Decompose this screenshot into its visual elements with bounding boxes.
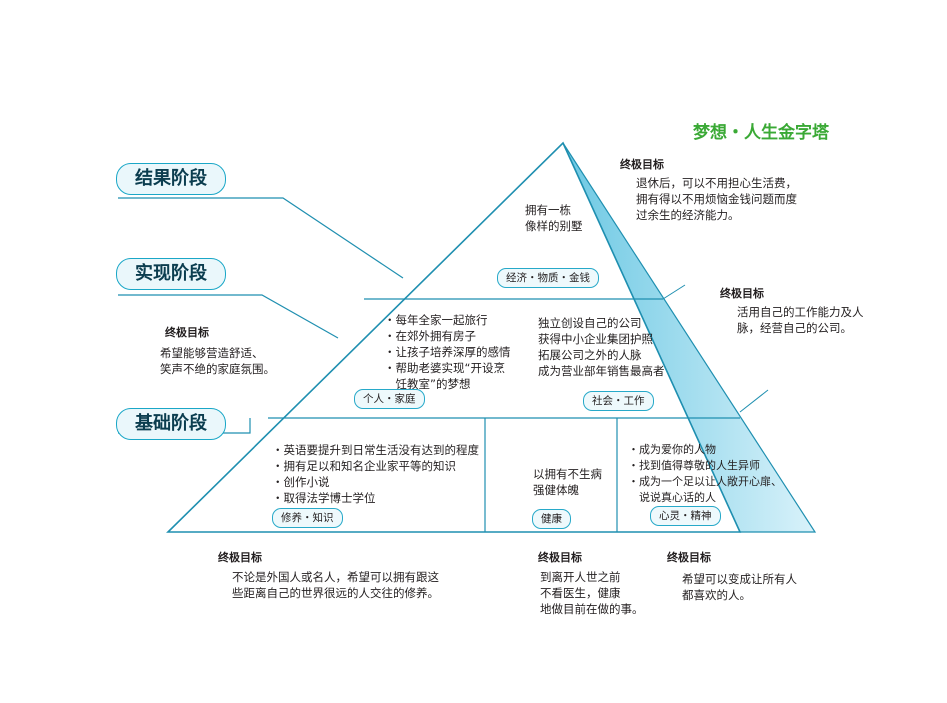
stage-realize-label: 实现阶段 (116, 258, 226, 290)
goal-label-top: 终极目标 (620, 158, 664, 171)
list-item: 拓展公司之外的人脉 (538, 348, 642, 362)
tag-work: 社会・工作 (583, 391, 654, 411)
goal-label-work: 终极目标 (720, 287, 764, 300)
diagram-title: 梦想・人生金字塔 (693, 123, 829, 143)
spirit-list: ・成为爱你的人物 ・找到值得尊敬的人生异师 ・成为一个足以让人敞开心扉、 说说真… (628, 442, 782, 506)
list-item: 独立创设自己的公司 (538, 316, 642, 330)
stage-foundation-label: 基础阶段 (116, 408, 226, 440)
goal-line: 拥有得以不用烦恼金钱问题而度 (636, 192, 797, 206)
goal-line: 希望可以变成让所有人 (682, 572, 797, 586)
stage-result-label: 结果阶段 (116, 163, 226, 195)
health-list: 以拥有不生病 强健体魄 (533, 466, 602, 498)
goal-line: 不论是外国人或名人，希望可以拥有跟这 (232, 570, 439, 584)
top-tier-text: 拥有一栋 像样的别墅 (525, 202, 583, 234)
work-list: 独立创设自己的公司 获得中小企业集团护照 拓展公司之外的人脉 成为营业部年销售最… (538, 315, 665, 379)
goal-line: 笑声不绝的家庭氛围。 (160, 362, 275, 376)
connector-realize (118, 294, 339, 339)
goal-line: 活用自己的工作能力及人 (737, 305, 864, 319)
goal-label-family: 终极目标 (165, 326, 209, 339)
goal-line: 希望能够营造舒适、 (160, 346, 264, 360)
list-item: ・拥有足以和知名企业家平等的知识 (272, 459, 456, 473)
goal-label-knowledge: 终极目标 (218, 551, 262, 564)
list-item: ・在郊外拥有房子 (384, 329, 476, 343)
goal-knowledge-text: 不论是外国人或名人，希望可以拥有跟这 些距离自己的世界很远的人交往的修养。 (232, 569, 439, 601)
goal-line: 脉，经营自己的公司。 (737, 321, 852, 335)
list-item: 成为营业部年销售最高者 (538, 364, 665, 378)
list-item: ・成为一个足以让人敞开心扉、 (628, 475, 782, 488)
list-item: ・帮助老婆实现“开设烹 (384, 361, 505, 375)
top-tier-line: 像样的别墅 (525, 219, 583, 233)
knowledge-list: ・英语要提升到日常生活没有达到的程度 ・拥有足以和知名企业家平等的知识 ・创作小… (272, 442, 479, 506)
tag-health: 健康 (532, 509, 571, 529)
goal-line: 地做目前在做的事。 (540, 602, 644, 616)
top-tier-line: 拥有一栋 (525, 203, 571, 217)
list-item: ・让孩子培养深厚的感情 (384, 345, 511, 359)
goal-spirit-text: 希望可以变成让所有人 都喜欢的人。 (682, 571, 797, 603)
list-item: ・英语要提升到日常生活没有达到的程度 (272, 443, 479, 457)
list-item: 以拥有不生病 (533, 467, 602, 481)
pyramid-front-face (166, 141, 742, 533)
goal-label-health: 终极目标 (538, 551, 582, 564)
tag-economy: 经济・物质・金钱 (497, 268, 599, 288)
goal-work-text: 活用自己的工作能力及人 脉，经营自己的公司。 (737, 304, 864, 336)
side-band-line-2 (739, 389, 769, 413)
side-band-line-1 (662, 284, 686, 300)
list-item: 说说真心话的人 (628, 491, 716, 504)
list-item: ・每年全家一起旅行 (384, 313, 488, 327)
tag-spirit: 心灵・精神 (650, 506, 721, 526)
goal-line: 退休后，可以不用担心生活费， (636, 176, 797, 190)
list-item: ・取得法学博士学位 (272, 491, 376, 505)
goal-line: 不看医生，健康 (540, 586, 621, 600)
goal-line: 些距离自己的世界很远的人交往的修养。 (232, 586, 439, 600)
family-list: ・每年全家一起旅行 ・在郊外拥有房子 ・让孩子培养深厚的感情 ・帮助老婆实现“开… (384, 312, 511, 392)
tag-knowledge: 修养・知识 (272, 508, 343, 528)
tag-family: 个人・家庭 (354, 389, 425, 409)
goal-top-text: 退休后，可以不用担心生活费， 拥有得以不用烦恼金钱问题而度 过余生的经济能力。 (636, 175, 797, 223)
goal-line: 都喜欢的人。 (682, 588, 751, 602)
list-item: ・找到值得尊敬的人生异师 (628, 459, 760, 472)
list-item: 强健体魄 (533, 483, 579, 497)
goal-health-text: 到离开人世之前 不看医生，健康 地做目前在做的事。 (540, 569, 644, 617)
connector-result (118, 197, 404, 279)
goal-label-spirit: 终极目标 (667, 551, 711, 564)
list-item: 获得中小企业集团护照 (538, 332, 653, 346)
list-item: ・成为爱你的人物 (628, 443, 716, 456)
goal-line: 到离开人世之前 (540, 570, 621, 584)
list-item: 饪教室”的梦想 (384, 377, 471, 391)
goal-family-text: 希望能够营造舒适、 笑声不绝的家庭氛围。 (160, 345, 275, 377)
goal-line: 过余生的经济能力。 (636, 208, 740, 222)
list-item: ・创作小说 (272, 475, 330, 489)
